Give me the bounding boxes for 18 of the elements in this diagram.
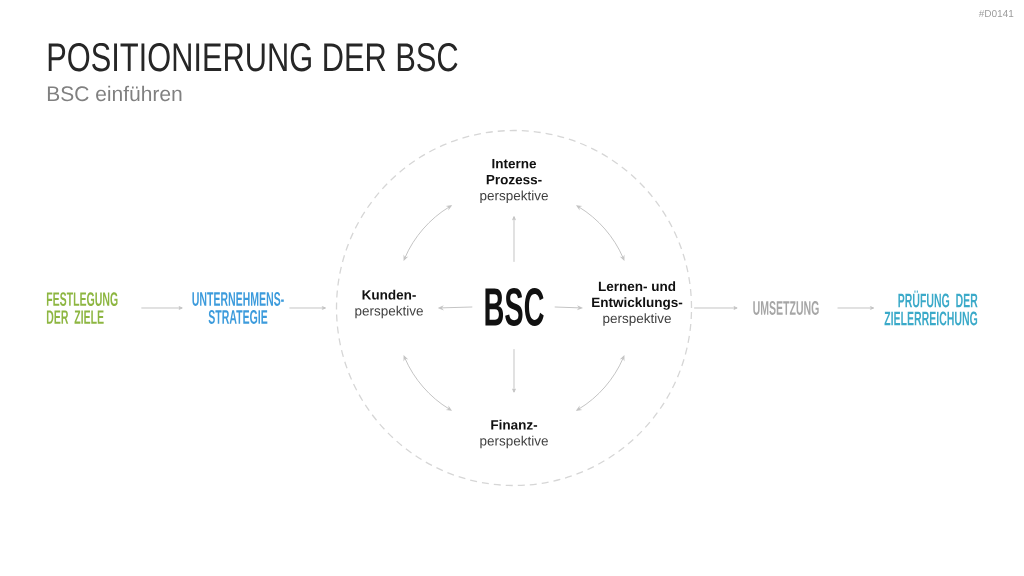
- double-arrow: [403, 205, 452, 261]
- double-arrow: [576, 355, 625, 411]
- perspective-label: Kunden- perspektive: [355, 289, 423, 319]
- stage-label: PRÜFUNG DER ZIELERREICHUNG: [884, 290, 978, 326]
- dashed-circle: [335, 129, 693, 487]
- center-label: BSC: [485, 288, 544, 326]
- perspective-label: Finanz- perspektive: [480, 419, 548, 449]
- arrow: [438, 306, 473, 310]
- stage-label: UMSETZUNG: [753, 301, 819, 315]
- subtitle: BSC einführen: [47, 85, 182, 102]
- stage-label: UNTERNEHMENS- STRATEGIE: [192, 292, 284, 324]
- perspective-label: Lernen- und Entwicklungs- perspektive: [592, 281, 683, 326]
- stage-label: FESTLEGUNG DER ZIELE: [46, 292, 118, 324]
- title: POSITIONIERUNG DER BSC: [48, 43, 458, 72]
- document-code: #D0141: [978, 10, 1014, 18]
- perspective-label: Interne Prozess- perspektive: [480, 158, 548, 204]
- double-arrow: [403, 355, 452, 411]
- arrow: [554, 306, 583, 310]
